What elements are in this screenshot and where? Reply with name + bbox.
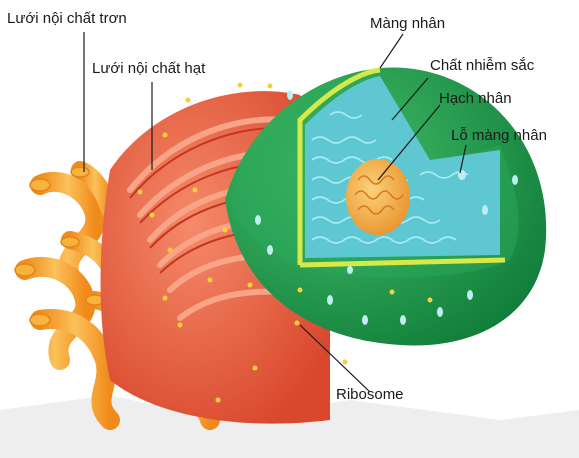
label-nuclear-membrane: Màng nhân: [370, 15, 446, 32]
label-ribosome: Ribosome: [336, 386, 404, 403]
label-chromatin: Chất nhiễm sắc: [430, 57, 535, 74]
label-nuclear-pore: Lỗ màng nhân: [451, 127, 547, 144]
leader-lines: [83, 32, 467, 393]
ribosome-dots: [137, 82, 433, 403]
nucleus-graphic: [225, 67, 547, 346]
label-rough-er: Lưới nội chất hạt: [92, 60, 206, 77]
label-smooth-er: Lưới nội chất trơn: [7, 10, 127, 27]
smooth-er-ends: [14, 166, 161, 382]
background-shadow: [0, 395, 579, 458]
label-nucleolus: Hạch nhân: [439, 90, 512, 107]
nuclear-pores: [255, 90, 518, 325]
